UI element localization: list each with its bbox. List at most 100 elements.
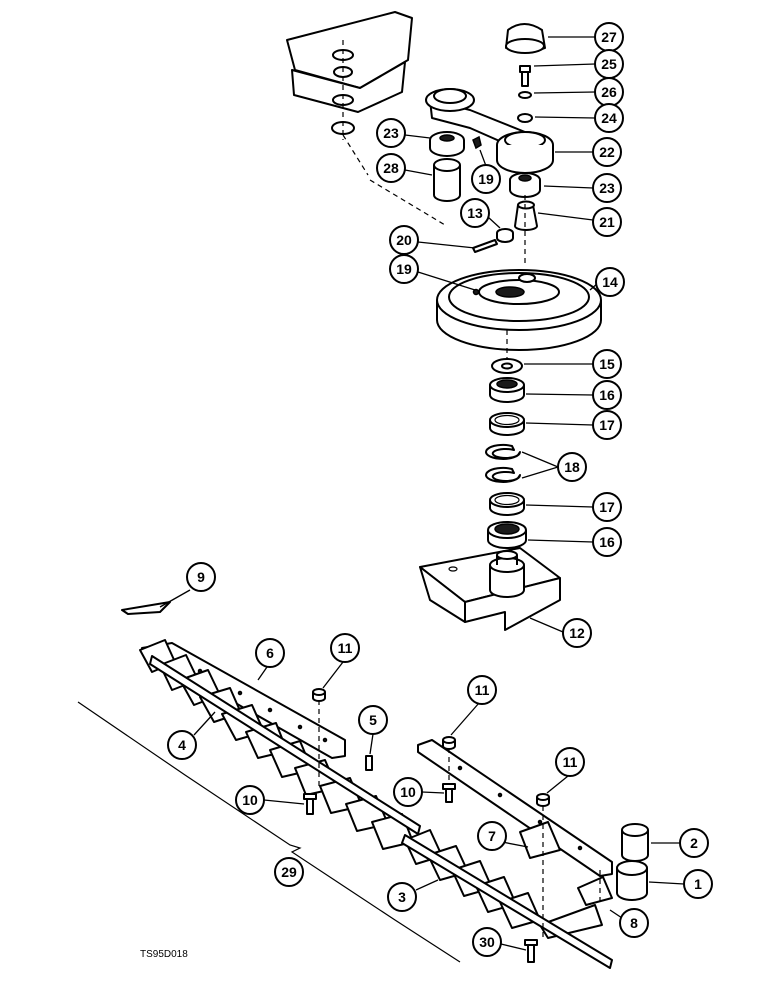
svg-text:3: 3	[398, 889, 406, 905]
bracket-29	[77, 701, 461, 963]
washer-26	[518, 91, 532, 99]
callout-15: 15	[592, 349, 622, 379]
svg-text:29: 29	[281, 864, 297, 880]
svg-text:15: 15	[599, 356, 615, 372]
callout-19-top: 19	[471, 164, 501, 194]
callout-18: 18	[557, 452, 587, 482]
washer-24	[517, 113, 533, 123]
callout-24: 24	[594, 103, 624, 133]
nut-11-right	[536, 793, 550, 807]
cup-17-top	[489, 412, 525, 436]
bushing-2	[621, 823, 649, 862]
svg-text:20: 20	[396, 232, 412, 248]
callout-1: 1	[683, 869, 713, 899]
callout-19-bottom: 19	[389, 254, 419, 284]
callout-29: 29	[274, 857, 304, 887]
callout-22: 22	[592, 137, 622, 167]
callout-13: 13	[460, 198, 490, 228]
callout-11-mid: 11	[467, 675, 497, 705]
callout-4: 4	[167, 730, 197, 760]
washer-15	[491, 358, 523, 374]
svg-text:16: 16	[599, 534, 615, 550]
callout-30: 30	[472, 927, 502, 957]
callout-10-left: 10	[235, 785, 265, 815]
svg-text:26: 26	[601, 84, 617, 100]
svg-text:25: 25	[601, 56, 617, 72]
callout-27: 27	[594, 22, 624, 52]
svg-text:28: 28	[383, 160, 399, 176]
svg-text:10: 10	[400, 784, 416, 800]
svg-text:30: 30	[479, 934, 495, 950]
svg-text:13: 13	[467, 205, 483, 221]
taper-bushing-21	[514, 200, 538, 231]
svg-text:4: 4	[178, 737, 186, 753]
svg-text:23: 23	[383, 125, 399, 141]
svg-text:18: 18	[564, 459, 580, 475]
callout-11-left: 11	[330, 633, 360, 663]
callout-23-right: 23	[592, 173, 622, 203]
knife-head	[419, 547, 561, 631]
svg-text:19: 19	[478, 171, 494, 187]
nut-11-mid	[442, 736, 456, 750]
callout-16-bottom: 16	[592, 527, 622, 557]
snap-ring-18-b	[485, 466, 521, 483]
nut-13	[496, 228, 514, 243]
cap-bolt	[519, 65, 531, 87]
pulley	[436, 269, 602, 351]
callout-10-right: 10	[393, 777, 423, 807]
svg-text:5: 5	[369, 712, 377, 728]
bearing-left	[429, 131, 465, 157]
callout-17-top: 17	[592, 410, 622, 440]
callout-14: 14	[595, 267, 625, 297]
svg-text:19: 19	[396, 261, 412, 277]
bolt-10-right	[442, 783, 456, 803]
callout-28: 28	[376, 153, 406, 183]
callout-2: 2	[679, 828, 709, 858]
callout-17-bottom: 17	[592, 492, 622, 522]
svg-text:11: 11	[475, 682, 490, 698]
svg-text:21: 21	[599, 214, 615, 230]
svg-text:9: 9	[197, 569, 205, 585]
bushing-1	[616, 860, 648, 901]
bolt-10-left	[303, 793, 317, 815]
svg-text:23: 23	[599, 180, 615, 196]
cone-bearing-16-bottom	[487, 521, 527, 549]
svg-text:11: 11	[338, 640, 353, 656]
callout-11-right: 11	[555, 747, 585, 777]
figure-code: TS95D018	[140, 949, 188, 960]
callout-5: 5	[358, 705, 388, 735]
svg-text:17: 17	[599, 417, 615, 433]
callout-21: 21	[592, 207, 622, 237]
dust-cap	[505, 23, 546, 54]
svg-text:17: 17	[599, 499, 615, 515]
knife-sections-right	[404, 821, 613, 939]
svg-text:14: 14	[602, 274, 618, 290]
callout-8: 8	[619, 908, 649, 938]
nut-11-left	[312, 688, 326, 702]
callout-23-left: 23	[376, 118, 406, 148]
svg-text:27: 27	[601, 29, 617, 45]
bolt-20	[472, 239, 498, 253]
callout-25: 25	[594, 49, 624, 79]
snap-ring-18-a	[485, 443, 521, 460]
pin-5	[365, 755, 373, 771]
frame-bracket	[286, 11, 446, 226]
svg-text:8: 8	[630, 915, 638, 931]
bearing-right	[509, 172, 541, 198]
svg-text:6: 6	[266, 645, 274, 661]
bolt-30	[524, 939, 538, 963]
callout-20: 20	[389, 225, 419, 255]
svg-text:10: 10	[242, 792, 258, 808]
svg-text:12: 12	[569, 625, 585, 641]
pitman-arm	[425, 88, 554, 174]
svg-text:7: 7	[488, 828, 496, 844]
guard-plate-9	[121, 601, 171, 615]
callout-9: 9	[186, 562, 216, 592]
cup-17-bottom	[489, 492, 525, 516]
grease-fitting-19-top	[472, 135, 482, 150]
callout-16-top: 16	[592, 380, 622, 410]
callout-7: 7	[477, 821, 507, 851]
leader-lines	[159, 36, 685, 951]
